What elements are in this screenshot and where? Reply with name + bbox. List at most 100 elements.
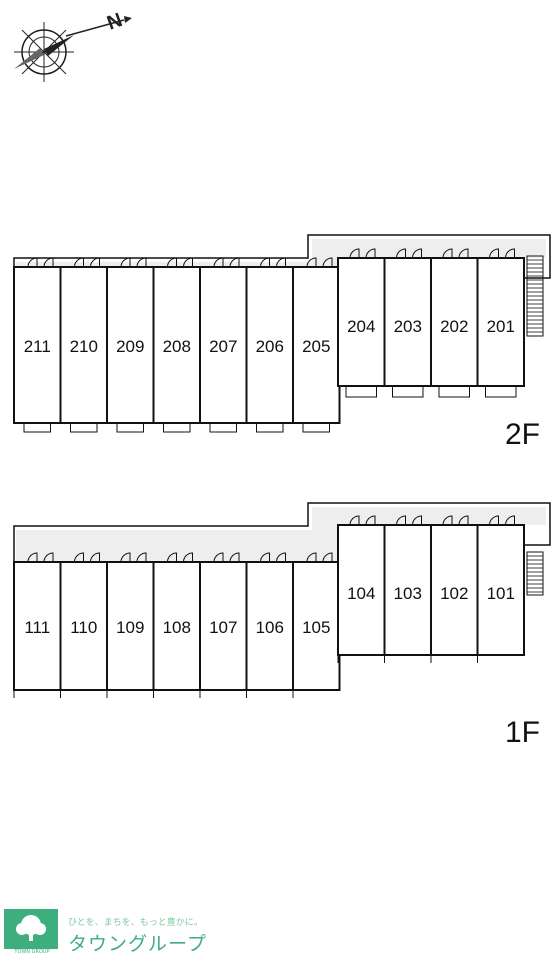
unit-box <box>337 524 386 656</box>
unit-107: 107 <box>199 552 248 698</box>
door-icon <box>396 515 406 526</box>
unit-203: 203 <box>383 248 432 398</box>
door-icon <box>260 257 270 268</box>
unit-number: 207 <box>209 337 237 356</box>
door-icon <box>260 552 270 563</box>
unit-103: 103 <box>383 515 432 663</box>
balcony <box>209 422 237 433</box>
door-icon <box>412 248 422 259</box>
door-icon <box>90 552 100 563</box>
door-icon <box>349 515 360 526</box>
stair-frame <box>526 551 544 596</box>
door-icon <box>505 515 515 526</box>
unit-number: 110 <box>70 618 97 637</box>
unit-111: 111 <box>13 552 62 698</box>
unit-number: 210 <box>70 337 98 356</box>
unit-box <box>152 561 201 691</box>
company-footer: TOWN GROUP ひとを、まちを、もっと豊かに。 タウングループ <box>0 905 560 960</box>
balcony <box>438 385 470 398</box>
unit-108: 108 <box>152 552 201 698</box>
logo-subtext: TOWN GROUP <box>14 949 50 955</box>
floor-label-2f: 2F <box>505 418 541 451</box>
unit-110: 110 <box>59 552 108 698</box>
unit-210: 210 <box>59 257 108 433</box>
door-icon <box>458 515 469 526</box>
door-icon <box>306 257 317 268</box>
door-icon <box>489 248 499 259</box>
unit-207: 207 <box>199 257 248 433</box>
unit-104: 104 <box>337 515 386 663</box>
door-icon <box>276 552 286 563</box>
floor-label-1f: 1F <box>505 716 541 749</box>
unit-number: 101 <box>487 584 515 603</box>
unit-number: 106 <box>256 618 284 637</box>
unit-box <box>199 561 248 691</box>
company-logo-icon <box>4 909 58 949</box>
unit-box <box>476 257 525 387</box>
unit-201: 201 <box>476 248 525 398</box>
unit-box <box>476 524 525 656</box>
unit-205: 205 <box>292 257 341 433</box>
unit-101: 101 <box>476 515 525 663</box>
door-icon <box>213 257 224 268</box>
door-icon <box>442 515 453 526</box>
unit-211: 211 <box>13 257 62 433</box>
door-icon <box>365 248 376 259</box>
unit-box <box>13 266 62 424</box>
unit-box <box>292 266 341 424</box>
unit-number: 208 <box>163 337 191 356</box>
corridor-outline <box>13 234 551 279</box>
door-icon <box>412 515 422 526</box>
door-icon <box>167 552 177 563</box>
unit-number: 111 <box>24 618 50 637</box>
unit-204: 204 <box>337 248 386 398</box>
stairs-icon <box>526 255 544 337</box>
company-brand: タウングループ <box>68 933 207 955</box>
door-icon <box>489 515 499 526</box>
balcony <box>256 422 284 433</box>
corridor-outline <box>13 502 551 562</box>
unit-209: 209 <box>106 257 155 433</box>
unit-box <box>13 561 62 691</box>
unit-box <box>59 561 108 691</box>
balcony <box>163 422 191 433</box>
floor-2f: 211 210 209 208 207 206 205 204 203 202 201 <box>13 234 551 433</box>
compass-label: N <box>104 9 125 35</box>
door-icon <box>43 552 54 563</box>
door-icon <box>306 552 317 563</box>
unit-number: 103 <box>394 584 422 603</box>
unit-number: 205 <box>302 337 330 356</box>
unit-number: 105 <box>302 618 330 637</box>
unit-106: 106 <box>245 552 294 698</box>
door-icon <box>74 552 84 563</box>
door-icon <box>322 552 333 563</box>
door-icon <box>322 257 333 268</box>
unit-box <box>430 257 479 387</box>
unit-number: 203 <box>394 317 422 336</box>
balcony <box>302 422 330 433</box>
door-icon <box>120 257 131 268</box>
door-icon <box>43 257 54 268</box>
unit-number: 206 <box>256 337 284 356</box>
unit-box <box>106 266 155 424</box>
door-icon <box>229 552 240 563</box>
unit-number: 107 <box>209 618 237 637</box>
unit-number: 109 <box>116 618 144 637</box>
corridor-fill <box>16 239 546 267</box>
unit-208: 208 <box>152 257 201 433</box>
unit-202: 202 <box>430 248 479 398</box>
balcony <box>116 422 144 433</box>
door-icon <box>442 248 453 259</box>
unit-number: 202 <box>440 317 468 336</box>
unit-number: 104 <box>347 584 375 603</box>
door-icon <box>505 248 515 259</box>
company-tagline: ひとを、まちを、もっと豊かに。 <box>68 918 203 928</box>
door-icon <box>183 552 193 563</box>
door-icon <box>396 248 406 259</box>
door-icon <box>276 257 286 268</box>
door-icon <box>458 248 469 259</box>
stairs-icon <box>526 551 544 596</box>
